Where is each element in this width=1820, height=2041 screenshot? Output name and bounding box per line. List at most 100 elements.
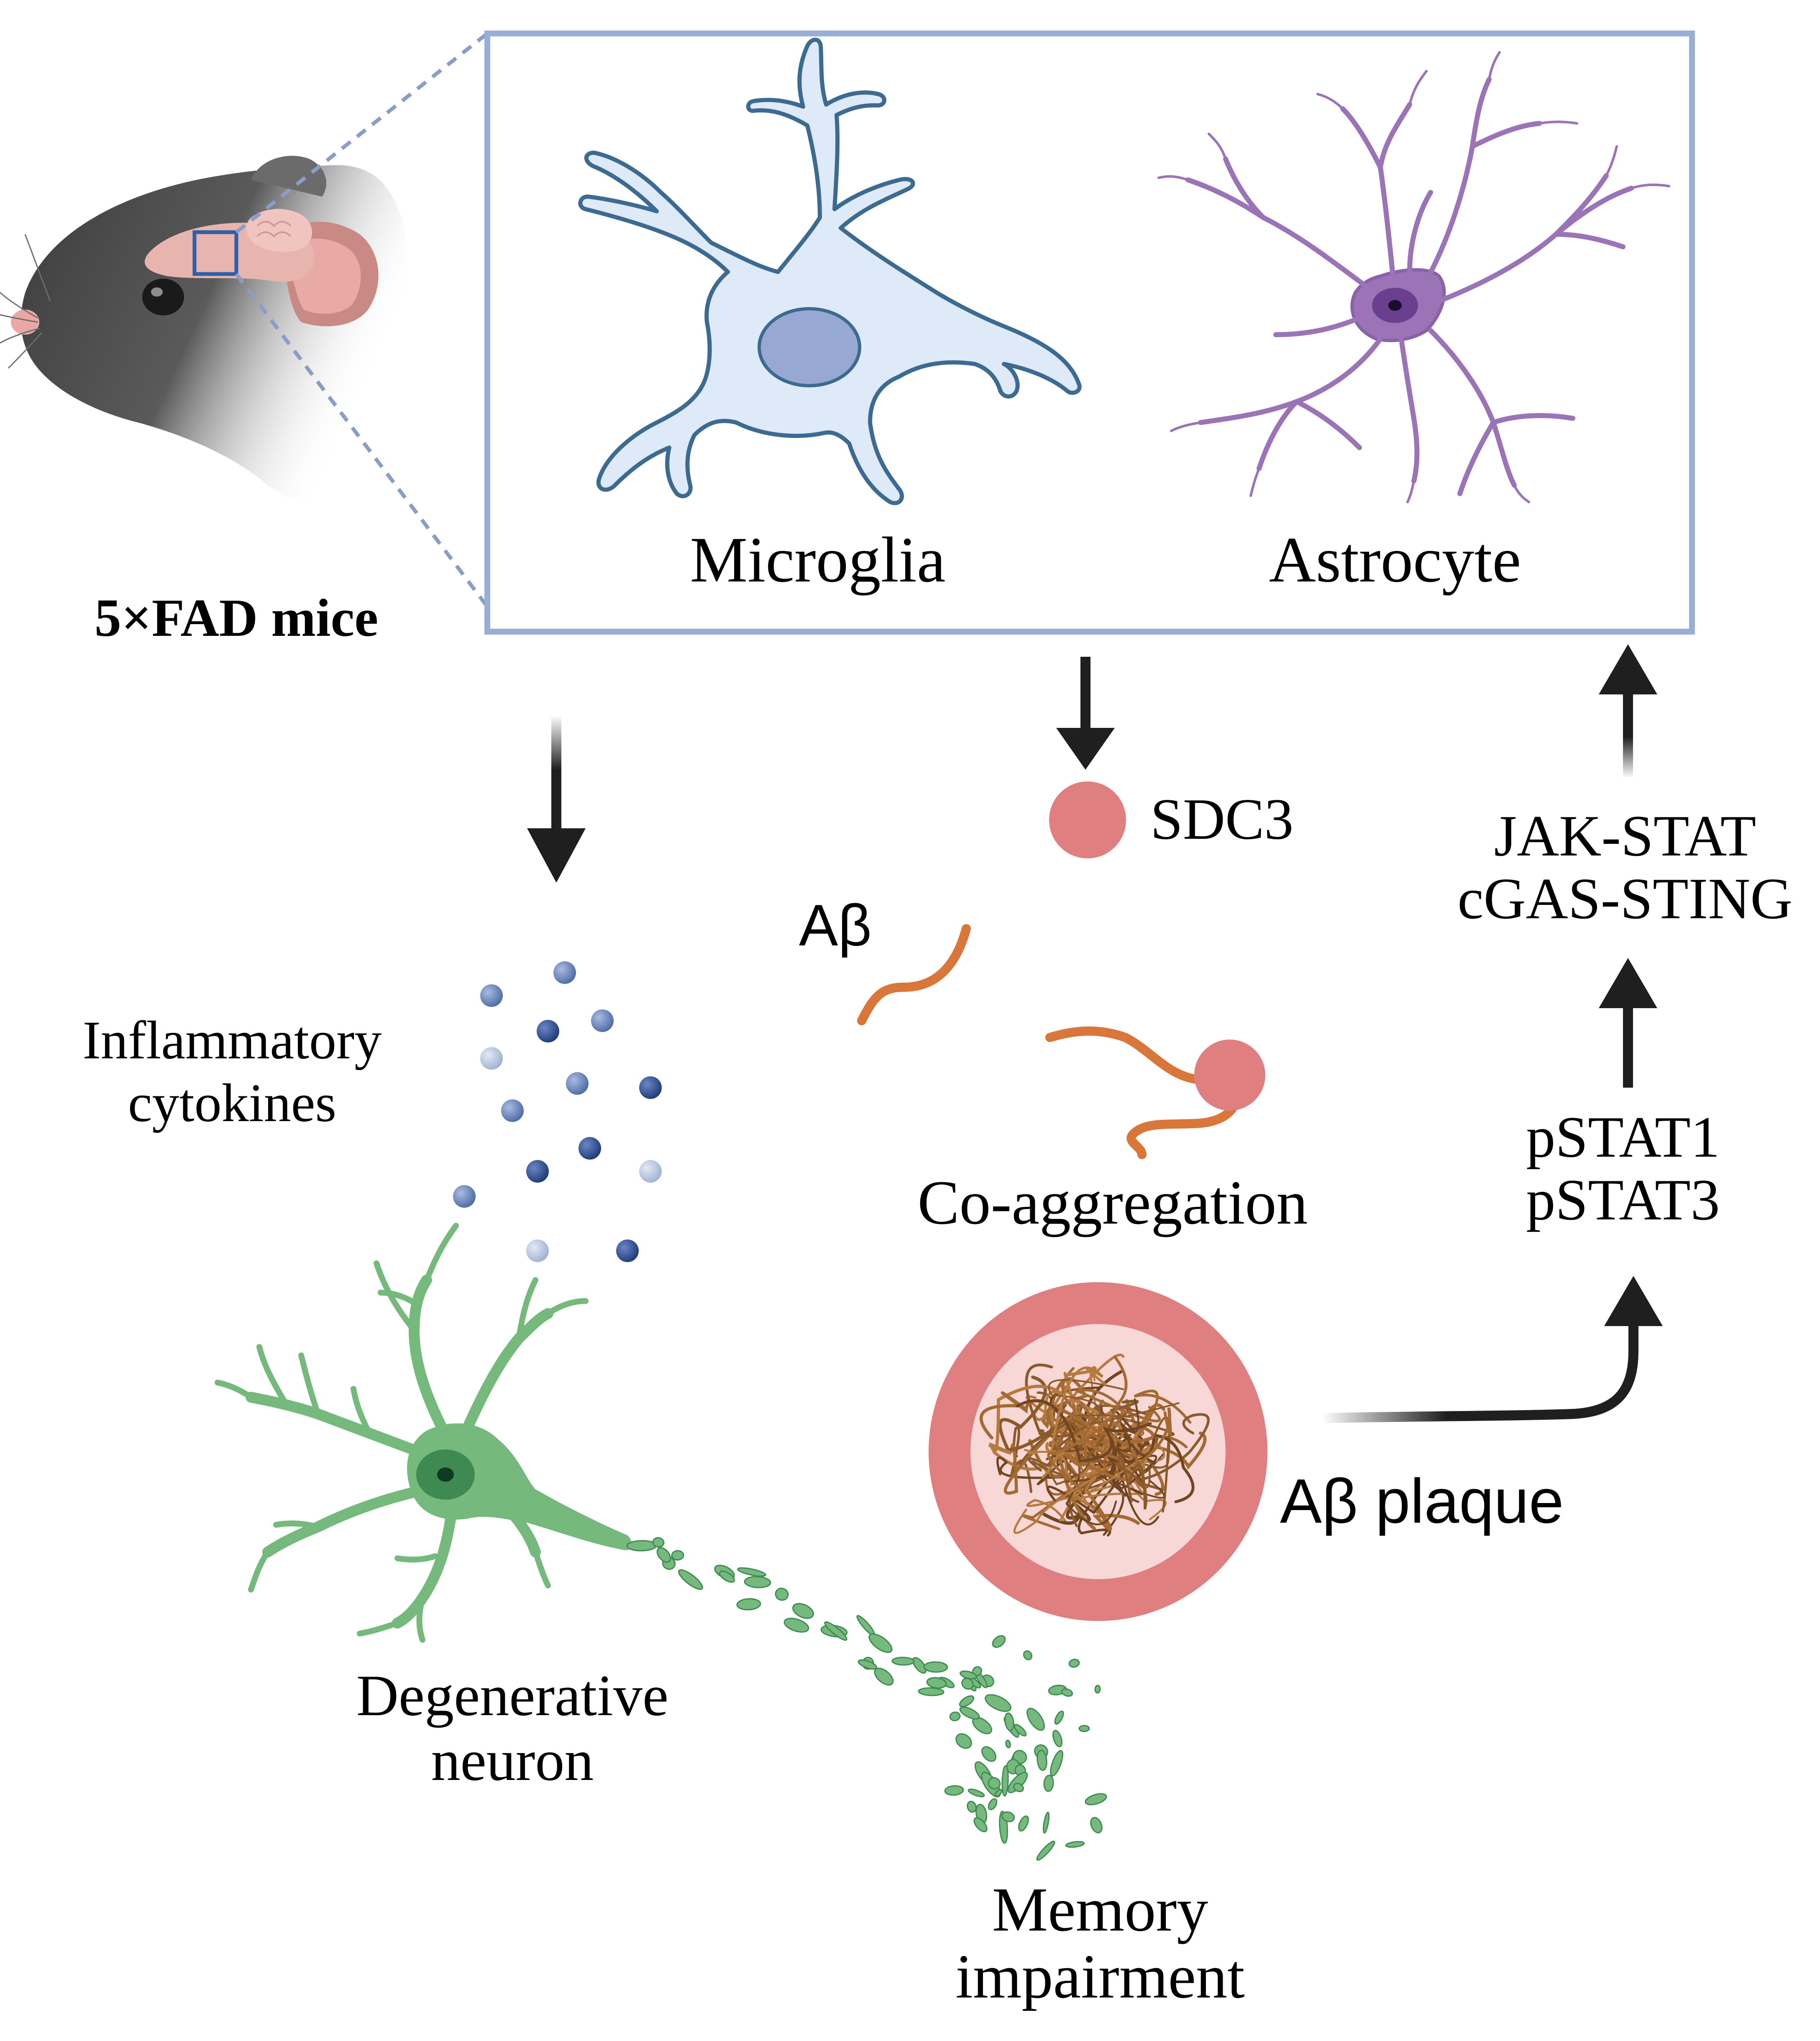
plaque-fibril: [1024, 1449, 1088, 1506]
axon-fragment: [968, 1788, 985, 1798]
axon-fragment: [961, 1677, 974, 1690]
arrow-pstat-to-jakstat: [1599, 958, 1657, 1088]
arrow-jakstat-to-frame: [1599, 644, 1657, 778]
axon-fragment: [1090, 1817, 1103, 1834]
axon-fragment: [1061, 1688, 1073, 1697]
cytokines-label-line1: Inflammatory: [83, 1010, 382, 1070]
cytokine-dot: [480, 984, 503, 1007]
axon-fragment: [994, 1789, 1003, 1797]
axon-fragment: [1026, 1708, 1045, 1731]
cytokine-dot: [537, 1020, 559, 1042]
cytokine-dot: [616, 1239, 639, 1262]
axon-fragment: [981, 1746, 997, 1762]
axon-fragment: [824, 1621, 847, 1641]
plaque-fibril: [1049, 1423, 1155, 1530]
axon-fragment: [1001, 1811, 1015, 1822]
axon-fragment: [858, 1659, 878, 1670]
arrow-plaque-to-pstat: [1321, 1276, 1663, 1423]
cytokine-dot: [553, 961, 576, 984]
microglia-cell: [578, 38, 1082, 505]
axon-fragment: [1001, 1765, 1009, 1797]
zoom-lines: [235, 32, 489, 608]
sdc3-label: SDC3: [1150, 787, 1293, 852]
cytokine-dot: [526, 1160, 549, 1183]
glia-frame: [484, 31, 1695, 635]
axon-fragment: [959, 1695, 975, 1708]
axon-fragment: [719, 1570, 735, 1583]
axon-fragment: [959, 1670, 978, 1680]
axon-fragment: [1068, 1659, 1080, 1668]
axon-fragment: [671, 1550, 684, 1561]
axon-fragment: [1036, 1841, 1055, 1861]
axon-fragment: [736, 1598, 761, 1611]
axon-fragment: [1050, 1750, 1063, 1777]
plaque-fibril: [1050, 1414, 1131, 1485]
astrocyte-label: Astrocyte: [1269, 524, 1521, 596]
axon-fragment: [891, 1657, 915, 1666]
axon-fragment: [737, 1567, 766, 1577]
axon-fragment: [949, 1711, 961, 1721]
plaque-fibril: [1019, 1402, 1083, 1472]
axon-fragment: [1023, 1650, 1033, 1660]
plaque-label: Aβ plaque: [1280, 1466, 1564, 1536]
axon-fragment: [1037, 1749, 1047, 1771]
axon-fragment: [959, 1706, 980, 1720]
axon-fragment: [1005, 1739, 1011, 1749]
plaque-fibril: [998, 1375, 1075, 1452]
axon-fragment: [923, 1661, 948, 1673]
axon-fragment: [783, 1618, 809, 1633]
cytokine-dot: [453, 1185, 476, 1208]
plaque-fibril: [1047, 1355, 1128, 1492]
neuron-label-line2: neuron: [431, 1728, 594, 1793]
plaque-fibril: [1013, 1463, 1134, 1534]
plaque-fibril: [1041, 1366, 1107, 1479]
axon-fragment: [656, 1547, 671, 1563]
memory-label-line1: Memory: [992, 1875, 1208, 1944]
axon-fragment: [973, 1817, 988, 1832]
axon-fragment: [944, 1785, 964, 1796]
plaque-fibril: [1123, 1433, 1195, 1503]
axon-fragment: [988, 1777, 1001, 1790]
cgas-sting-label: cGAS-STING: [1457, 866, 1792, 931]
axon-fragment: [1004, 1712, 1014, 1731]
astrocyte-cell: [1157, 51, 1670, 503]
coaggregation-complex: [1045, 1026, 1265, 1159]
axon-fragment: [985, 1694, 1011, 1712]
axon-fragment: [792, 1603, 814, 1619]
microglia-nucleus: [758, 307, 861, 387]
plaque-fibril: [988, 1385, 1065, 1455]
axon-fragment: [967, 1800, 977, 1813]
axon-fragment: [678, 1569, 703, 1590]
plaque-fibril: [1129, 1413, 1210, 1482]
pstat1-label: pSTAT1: [1526, 1105, 1720, 1170]
plaque-fibril: [1110, 1434, 1157, 1490]
plaque-fibril: [1065, 1458, 1117, 1526]
axon-fragment: [874, 1667, 894, 1686]
sdc3-dot: [1049, 781, 1126, 858]
memory-label-line2: impairment: [955, 1942, 1244, 2011]
abeta-label: Aβ: [799, 892, 872, 958]
axon-fragment: [992, 1635, 1006, 1648]
axon-fragment: [652, 1537, 665, 1548]
axon-fragment: [1094, 1685, 1101, 1694]
arrow-frame-to-sdc3: [1056, 657, 1115, 770]
axon-fragment: [1043, 1775, 1054, 1792]
axon-fragment: [626, 1540, 657, 1552]
abeta-fibril: [857, 924, 971, 1025]
axon-fragment: [1052, 1730, 1063, 1747]
axon-fragment: [1054, 1711, 1064, 1725]
plaque-fibril: [1099, 1437, 1160, 1526]
cytokine-dot: [501, 1099, 524, 1122]
cytokine-dots: [453, 961, 662, 1262]
axon-fragment: [926, 1677, 947, 1689]
cytokine-dot: [579, 1137, 601, 1160]
cytokine-dot: [566, 1072, 589, 1095]
axon-fragment: [744, 1576, 771, 1588]
cytokines-label-line2: cytokines: [128, 1073, 336, 1133]
cytokine-dot: [639, 1076, 662, 1099]
axon-fragment: [912, 1657, 927, 1674]
jak-stat-label: JAK-STAT: [1494, 804, 1756, 868]
cytokine-dot: [480, 1047, 503, 1070]
